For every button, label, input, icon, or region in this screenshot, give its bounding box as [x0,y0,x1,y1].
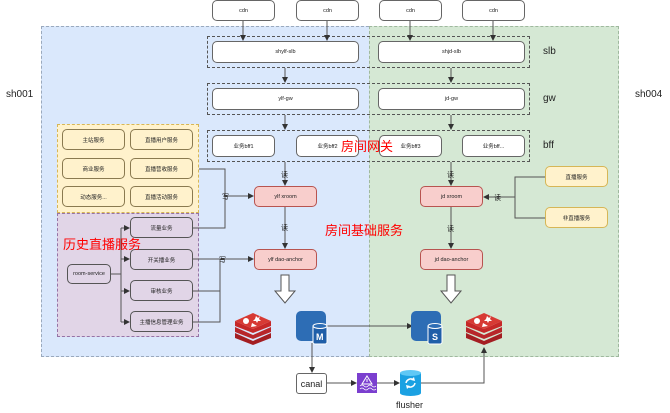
gw-box-right[interactable]: jd-gw [378,88,525,110]
mysql-master-badge: M [316,332,324,342]
gw-box-left[interactable]: ylf-gw [212,88,359,110]
title-room-gateway: 房间网关 [341,139,394,154]
flusher-sync-icon [400,370,421,396]
mysql-slave-icon: S [411,311,445,345]
ylf-xroom-box[interactable]: ylf xroom [254,186,317,207]
redis-icon [235,313,271,345]
zone-label-sh001: sh001 [6,89,34,100]
service-box-live[interactable]: 直播服务 [545,166,608,187]
service-box-traffic[interactable]: 流量业务 [130,217,193,238]
mysql-master-icon: M [296,311,330,345]
zone-sh004 [369,26,619,357]
ylf-dao-anchor-box[interactable]: ylf dao-anchor [254,249,317,270]
service-box-live-activity[interactable]: 直播活动服务 [130,186,193,207]
jd-xroom-box[interactable]: jd xroom [420,186,483,207]
bff-box-2[interactable]: 业务bff2 [296,135,359,157]
slb-box-left[interactable]: shylf-slb [212,41,359,63]
service-box-non-live[interactable]: 非直播服务 [545,207,608,228]
cdn-box-2[interactable]: cdn [296,0,359,21]
bff-box-3[interactable]: 业务bff3 [379,135,442,157]
bff-group [207,130,530,162]
edge-main-services-write [199,168,254,199]
gw-group [207,83,530,115]
bff-box-1[interactable]: 业务bff1 [212,135,275,157]
edge-flusher-redis [421,347,487,384]
cdn-box-4[interactable]: cdn [462,0,525,21]
hollow-arrow-right [439,274,463,304]
layer-label-gw: gw [543,93,556,104]
edge-label-read-4: 读 [447,226,454,233]
service-box-feed[interactable]: 动态服务... [62,186,125,207]
hollow-arrow-left [273,274,297,304]
edge-label-write-1: 写 [222,194,229,201]
service-box-live-revenue[interactable]: 直播营收服务 [130,158,193,179]
room-service-box[interactable]: room-service [67,264,111,284]
bff-box-4[interactable]: 业务bff... [462,135,525,157]
kafka-stream-icon [357,373,377,393]
edge-label-read-2: 读 [281,225,288,232]
edge-label-read-1: 读 [281,172,288,179]
layer-label-slb: slb [543,46,556,57]
service-box-anchor-info[interactable]: 主播信息管理业务 [130,311,193,332]
service-box-review[interactable]: 审核业务 [130,280,193,301]
title-history-live-service: 历史直播服务 [63,237,142,252]
service-box-stream-switch[interactable]: 开关播业务 [130,249,193,270]
cdn-box-3[interactable]: cdn [379,0,442,21]
edge-label-write-2: 写 [219,257,226,264]
mysql-slave-badge: S [432,332,439,342]
layer-label-bff: bff [543,140,554,151]
title-room-base-service: 房间基础服务 [325,223,404,238]
service-box-live-user[interactable]: 直播用户服务 [130,129,193,150]
service-box-main-site[interactable]: 主站服务 [62,129,125,150]
service-box-business[interactable]: 商业服务 [62,158,125,179]
redis-icon [466,313,502,345]
cdn-box-1[interactable]: cdn [212,0,275,21]
zone-label-sh004: sh004 [635,89,663,100]
slb-group [207,36,530,68]
edge-label-read-3: 读 [447,172,454,179]
canal-box[interactable]: canal [296,373,327,394]
flusher-label: flusher [396,400,424,410]
jd-dao-anchor-box[interactable]: jd dao-anchor [420,249,483,270]
slb-box-right[interactable]: shjd-slb [378,41,525,63]
edge-label-read-5: 读 [494,195,501,202]
